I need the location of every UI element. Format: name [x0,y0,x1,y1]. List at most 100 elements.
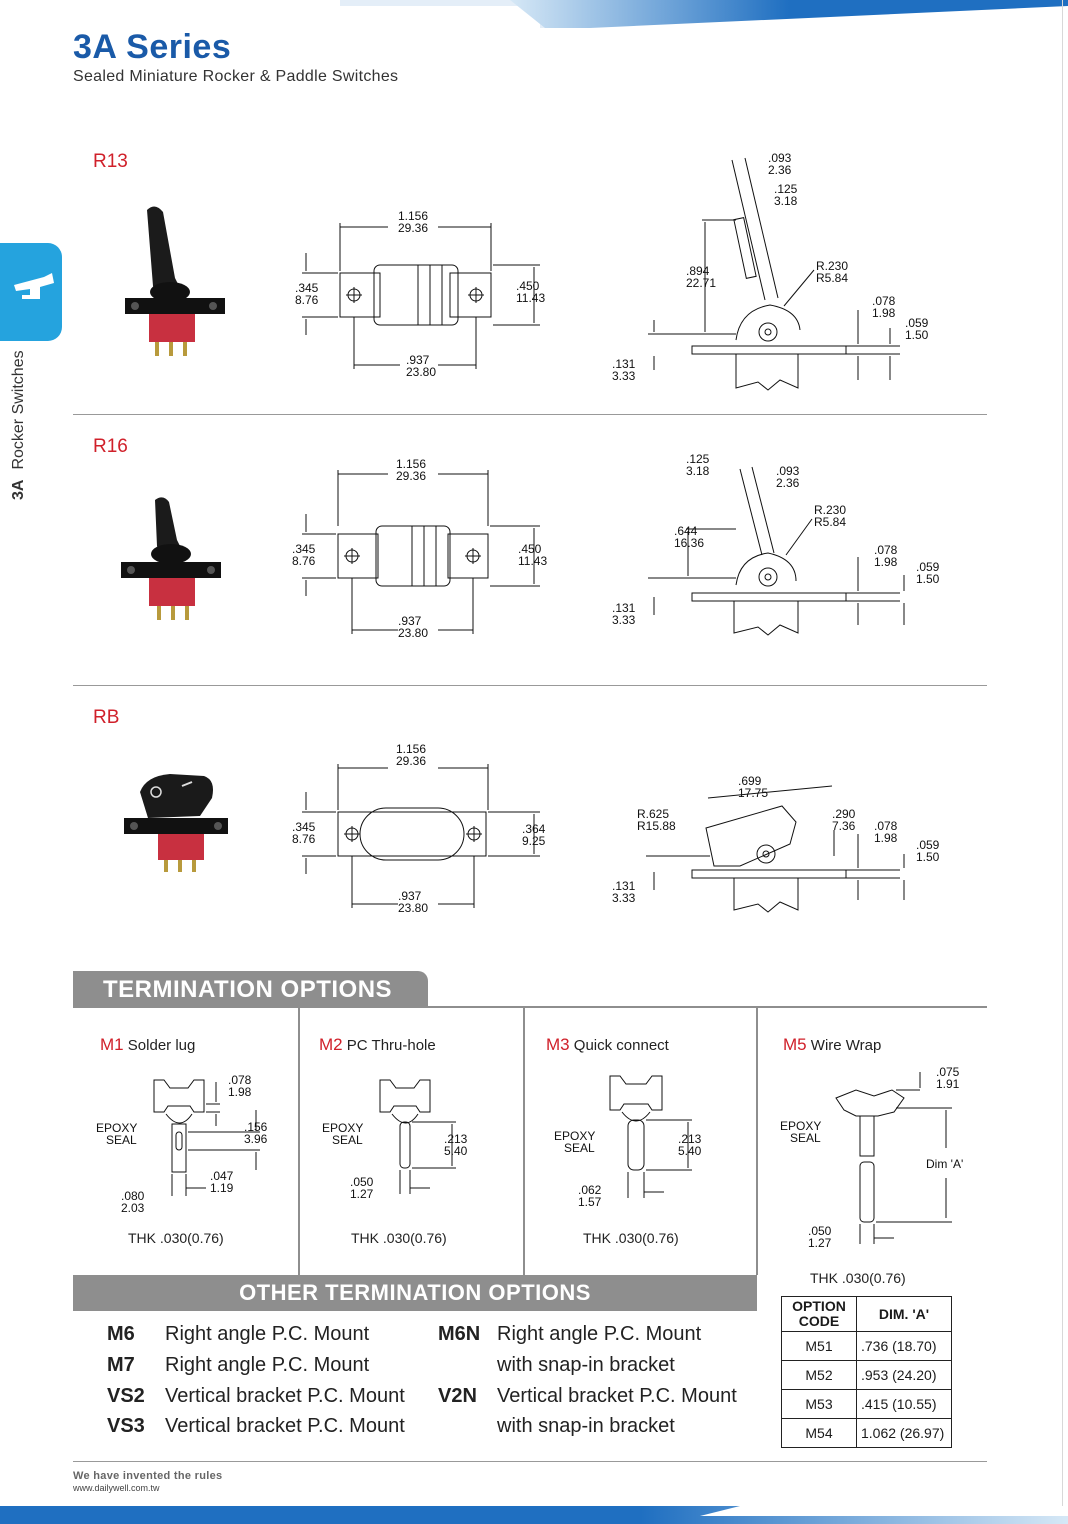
bottom-accent-bar [0,1506,1068,1524]
side-code: 3A [10,479,27,500]
thickness-label: THK .030(0.76) [583,1230,679,1246]
top-accent-bar [340,0,1068,28]
table-row: M51.736 (18.70) [781,1331,952,1361]
table-row: M52.953 (24.20) [781,1360,952,1390]
page-subtitle: Sealed Miniature Rocker & Paddle Switche… [73,68,399,85]
term-title: M1 Solder lug [100,1035,196,1054]
r13-side-view-drawing [648,157,900,391]
option-desc-line2: with snap-in bracket [497,1415,675,1437]
divider [73,685,987,686]
termination-rule [73,1006,987,1008]
option-code: M7 [107,1354,135,1376]
m1-solder-lug-drawing [153,1079,260,1196]
term-title: M5 Wire Wrap [783,1035,882,1054]
option-desc: Right angle P.C. Mount [165,1323,370,1345]
table-header: OPTION CODE [781,1296,857,1332]
option-code-table: OPTION CODE DIM. 'A' M51.736 (18.70) M52… [781,1296,952,1448]
option-code: M6N [438,1323,481,1345]
table-header: DIM. 'A' [856,1296,952,1332]
rocker-switch-icon [14,273,54,299]
r16-switch-photo [121,497,221,620]
r16-side-view-drawing [648,466,905,636]
option-code: VS2 [107,1385,145,1407]
r13-switch-photo [125,206,225,356]
footer-slogan: We have invented the rules [73,1470,223,1482]
option-desc-line2: with snap-in bracket [497,1354,675,1376]
rb-switch-photo [124,774,228,872]
option-code: V2N [438,1385,477,1407]
right-border [1062,0,1063,1506]
column-divider [298,1008,300,1275]
term-title: M2 PC Thru-hole [319,1035,436,1054]
m3-quick-connect-drawing [609,1075,692,1198]
term-title: M3 Quick connect [546,1035,669,1054]
option-desc: Vertical bracket P.C. Mount [497,1385,737,1407]
page-title: 3A Series [73,28,232,66]
dim-label: Dim 'A' [926,1157,964,1171]
side-text: Rocker Switches [10,350,27,470]
r13-top-view-drawing [302,223,540,369]
option-desc: Vertical bracket P.C. Mount [165,1385,405,1407]
termination-heading: TERMINATION OPTIONS [73,971,428,1007]
table-row: M53.415 (10.55) [781,1389,952,1419]
thickness-label: THK .030(0.76) [810,1270,906,1286]
model-label: R16 [93,436,128,457]
m2-pc-thru-hole-drawing [379,1079,456,1194]
divider [73,414,987,415]
footer-url[interactable]: www.dailywell.com.tw [73,1483,160,1493]
other-termination-heading: OTHER TERMINATION OPTIONS [73,1275,757,1311]
m5-wire-wrap-drawing [835,1072,952,1244]
model-label: RB [93,707,120,728]
option-code: VS3 [107,1415,145,1437]
option-desc: Right angle P.C. Mount [165,1354,370,1376]
footer-rule [73,1461,987,1462]
thickness-label: THK .030(0.76) [128,1230,224,1246]
rb-side-view-drawing [646,785,905,913]
rb-top-view-drawing [302,764,540,908]
r16-top-view-drawing [302,470,540,634]
option-desc: Vertical bracket P.C. Mount [165,1415,405,1437]
